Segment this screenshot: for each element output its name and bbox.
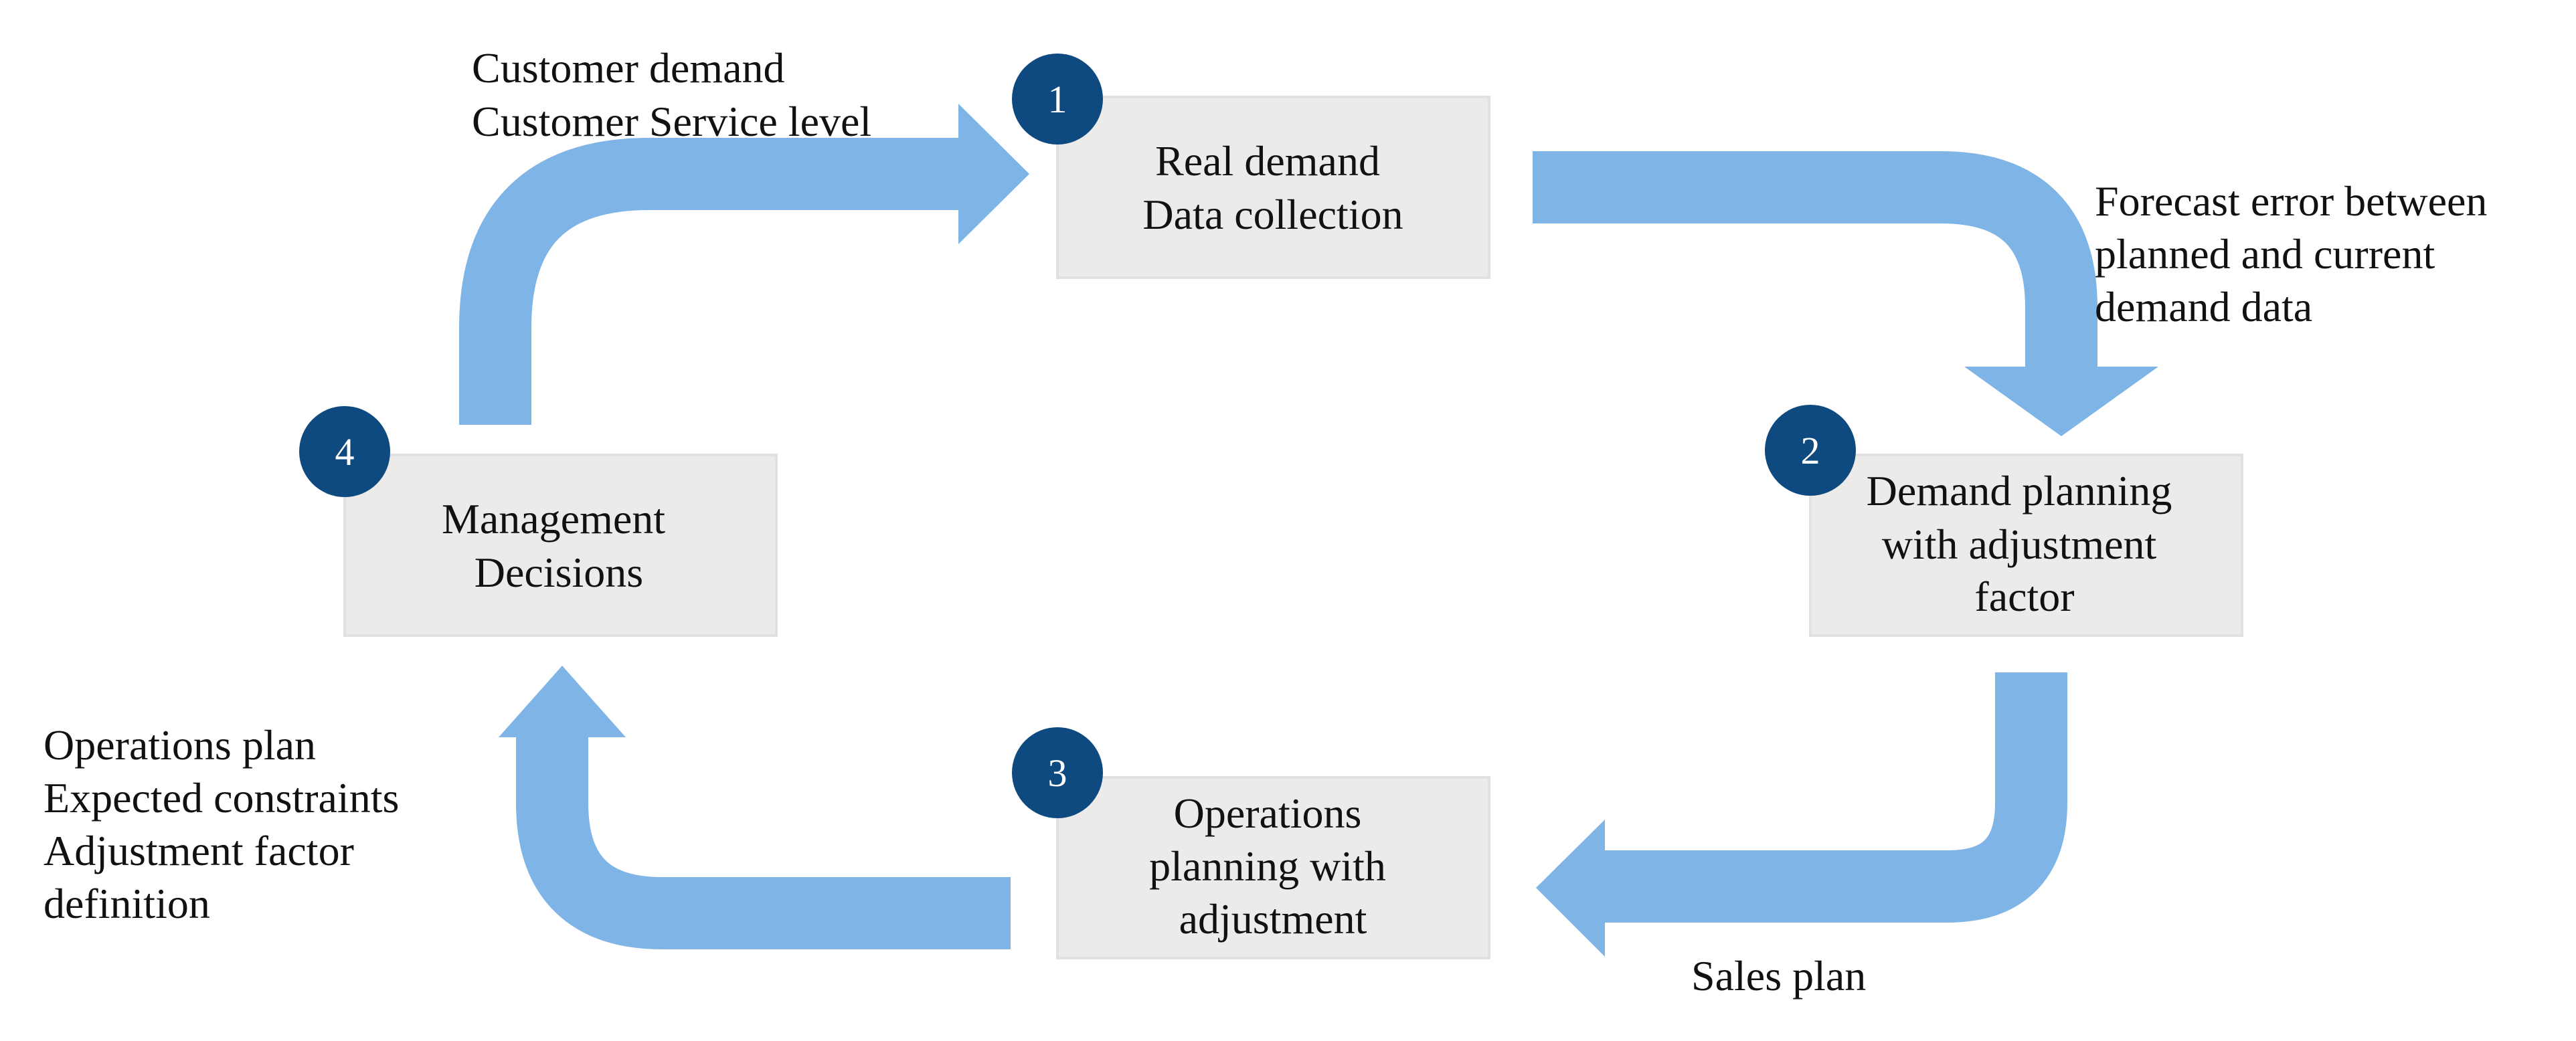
step-3-line-2: planning with bbox=[1149, 842, 1386, 890]
step-2-label: Demand planning with adjustment factor bbox=[1867, 467, 2183, 620]
step-3-label: Operations planning with adjustment bbox=[1149, 789, 1397, 943]
step-2-box bbox=[1809, 454, 2243, 637]
annotation-bottom-right-line-1: Sales plan bbox=[1691, 952, 1866, 1000]
arrowhead-1-to-2 bbox=[1964, 367, 2158, 436]
arrowhead-4-to-1-main bbox=[958, 104, 1029, 244]
step-3-box bbox=[1056, 776, 1490, 959]
step-1-badge bbox=[1012, 54, 1103, 145]
boxes-group bbox=[343, 96, 2243, 959]
step-1-number: 1 bbox=[1048, 78, 1067, 121]
step-3-badge bbox=[1012, 727, 1103, 818]
arrowhead-3-to-4 bbox=[499, 666, 626, 737]
badges-group: 1 2 3 4 bbox=[299, 54, 1856, 818]
annotation-left-line-4: definition bbox=[44, 880, 210, 927]
arrow-4-to-1 bbox=[459, 138, 964, 425]
arrow-3-to-4 bbox=[516, 736, 1011, 949]
step-2-line-1: Demand planning bbox=[1867, 467, 2172, 514]
annotation-right: Forecast error between planned and curre… bbox=[2095, 177, 2498, 330]
step-1-line-2: Data collection bbox=[1142, 191, 1403, 238]
step-3-number: 3 bbox=[1048, 751, 1067, 795]
step-2-line-2: with adjustment bbox=[1882, 520, 2157, 568]
arrow-1-to-2 bbox=[1533, 151, 2097, 375]
step-1-line-1: Real demand bbox=[1155, 137, 1380, 185]
step-3-line-1: Operations bbox=[1174, 789, 1362, 837]
step-1-box bbox=[1056, 96, 1490, 279]
step-4-badge bbox=[299, 406, 390, 497]
annotation-right-line-1: Forecast error between bbox=[2095, 177, 2487, 225]
annotation-left-line-3: Adjustment factor bbox=[44, 827, 354, 874]
step-4-label: Management Decisions bbox=[442, 495, 676, 596]
annotation-right-line-2: planned and current bbox=[2095, 230, 2435, 278]
annotation-top-left: Customer demand Customer Service level bbox=[472, 44, 871, 145]
step-2-number: 2 bbox=[1801, 429, 1820, 472]
annotation-left-line-2: Expected constraints bbox=[44, 774, 399, 822]
annotations-group: Customer demand Customer Service level F… bbox=[44, 44, 2498, 1000]
step-4-number: 4 bbox=[335, 430, 355, 474]
step-2-badge bbox=[1765, 405, 1856, 496]
annotation-left-line-1: Operations plan bbox=[44, 721, 316, 769]
arrowhead-2-to-3 bbox=[1536, 820, 1605, 957]
step-labels-group: Real demand Data collection Demand plann… bbox=[442, 137, 2183, 943]
step-3-line-3: adjustment bbox=[1179, 895, 1367, 943]
step-2-line-3: factor bbox=[1974, 573, 2074, 620]
annotation-bottom-right: Sales plan bbox=[1691, 952, 1866, 1000]
step-4-box bbox=[343, 454, 778, 637]
annotation-top-left-line-1: Customer demand bbox=[472, 44, 784, 92]
arrow-2-to-3 bbox=[1600, 672, 2067, 923]
annotation-left: Operations plan Expected constraints Adj… bbox=[44, 721, 410, 927]
step-4-line-2: Decisions bbox=[475, 549, 643, 596]
step-1-label: Real demand Data collection bbox=[1142, 137, 1403, 238]
arrows-group bbox=[459, 104, 2158, 957]
annotation-right-line-3: demand data bbox=[2095, 283, 2312, 330]
annotation-top-left-line-2: Customer Service level bbox=[472, 98, 871, 145]
step-4-line-1: Management bbox=[442, 495, 665, 543]
